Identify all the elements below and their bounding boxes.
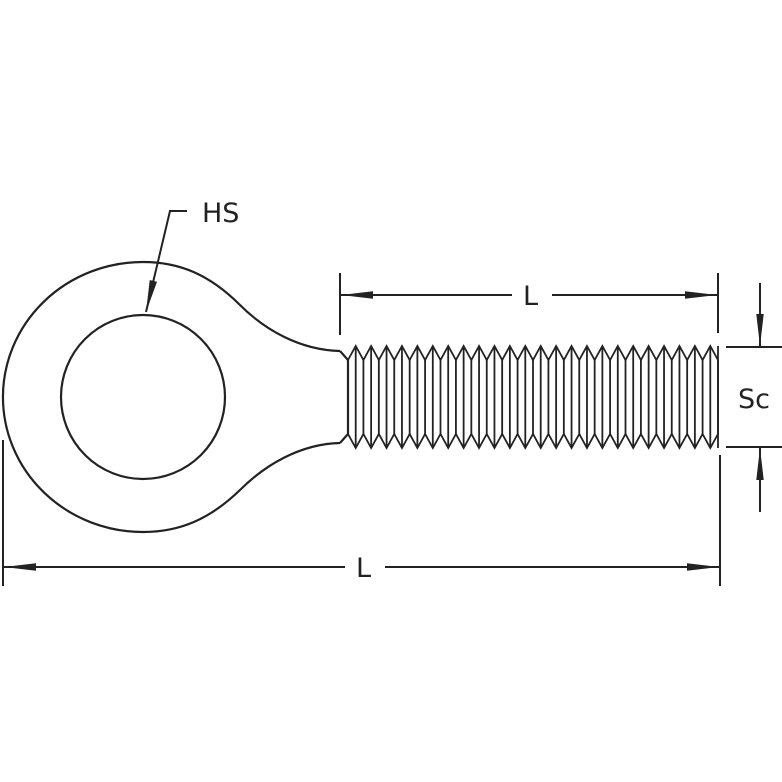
screw-size-label: Sc xyxy=(738,384,770,415)
thread-length-dimension xyxy=(339,273,719,335)
hs-leader xyxy=(145,210,187,313)
hs-label: HS xyxy=(202,198,239,229)
eye-outer-outline xyxy=(1,260,341,534)
thread-top-profile xyxy=(347,344,719,362)
thread-bottom-profile xyxy=(347,432,719,450)
screw-size-dimension xyxy=(726,283,782,512)
eye-hole xyxy=(59,313,227,481)
overall-length-label: L xyxy=(356,553,371,584)
thread-section xyxy=(347,344,719,450)
overall-length-dimension xyxy=(2,440,721,586)
thread-length-label: L xyxy=(523,281,538,312)
neck-chamfer xyxy=(339,350,350,444)
